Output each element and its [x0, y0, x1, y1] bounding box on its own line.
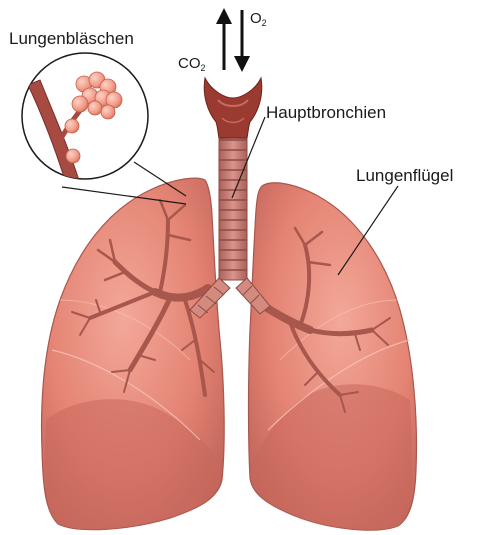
label-main-bronchi: Hauptbronchien [266, 104, 386, 121]
label-lung-lobe: Lungenflügel [356, 167, 453, 184]
label-o2: O2 [250, 11, 267, 28]
arrow-down-icon [234, 10, 250, 72]
right-lung [249, 183, 417, 530]
arrow-up-icon [216, 8, 232, 70]
label-alveoli: Lungenbläschen [9, 30, 134, 47]
label-co2: CO2 [178, 56, 206, 73]
alveoli-magnifier [22, 53, 148, 190]
larynx [204, 78, 262, 138]
